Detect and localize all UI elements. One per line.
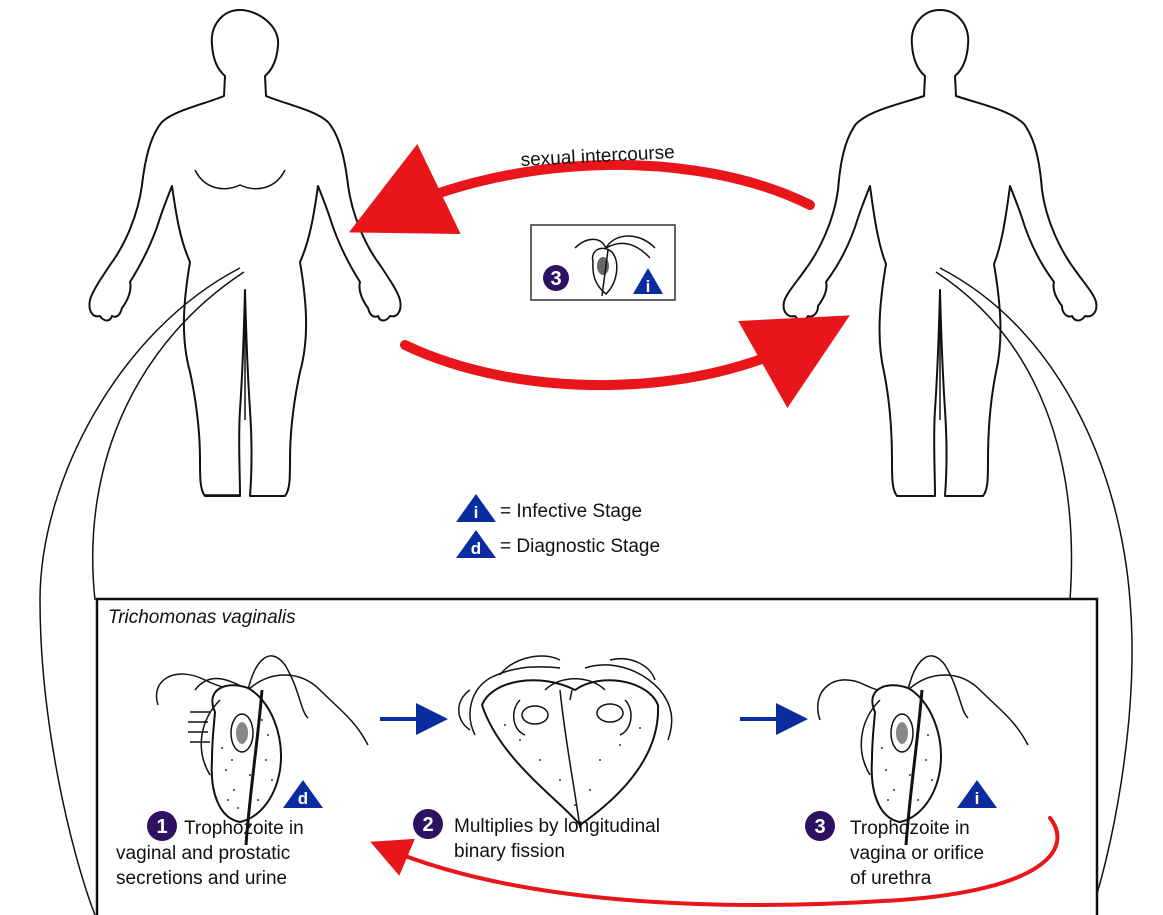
right-sweep-curve-inner <box>936 272 1071 600</box>
stage-2-caption-line-1: Multiplies by longitudinal <box>454 816 660 837</box>
inset-stage-box: 3 i <box>531 225 675 300</box>
male-body-outline <box>784 10 1097 496</box>
transmission-arrow-top <box>385 165 810 215</box>
stage-3-caption-line-1: Trophozoite in <box>850 818 970 839</box>
legend-infective-letter: i <box>474 503 479 522</box>
stage-1-number: 1 <box>156 816 167 838</box>
stage-1-caption-line-2: vaginal and prostatic <box>116 843 290 864</box>
legend: i = Infective Stage d = Diagnostic Stage <box>456 494 660 558</box>
stage-3-caption-line-3: of urethra <box>850 868 932 889</box>
inset-stage-number: 3 <box>550 268 561 290</box>
stage-3-infective-letter: i <box>975 789 980 808</box>
legend-infective-text: = Infective Stage <box>500 501 642 522</box>
inset-infective-letter: i <box>646 277 651 296</box>
stage-1-diagnostic-letter: d <box>298 789 308 808</box>
female-body-outline <box>89 10 400 496</box>
transmission-arrow-bottom <box>405 335 815 385</box>
legend-diagnostic-text: = Diagnostic Stage <box>500 536 660 557</box>
stage-3-caption-line-2: vagina or orifice <box>850 843 984 864</box>
stage-box: Trichomonas vaginalis d <box>97 599 1097 915</box>
stage-1-caption-line-1: Trophozoite in <box>184 818 304 839</box>
organism-name: Trichomonas vaginalis <box>108 607 296 628</box>
stage-2-number: 2 <box>422 814 433 836</box>
legend-diagnostic-letter: d <box>471 539 481 558</box>
stage-1-caption-line-3: secretions and urine <box>116 868 287 889</box>
stage-2-caption-line-2: binary fission <box>454 841 565 862</box>
left-sweep-curve-inner <box>93 272 244 600</box>
stage-3-number: 3 <box>814 816 825 838</box>
